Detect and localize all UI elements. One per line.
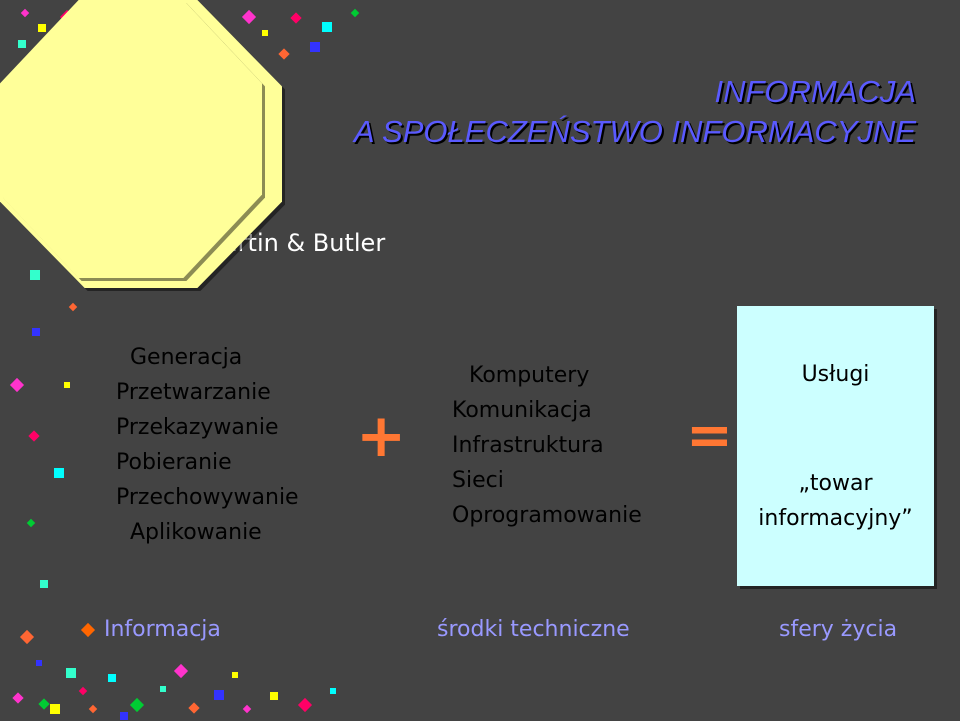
confetti-piece (40, 580, 48, 588)
confetti-piece (12, 692, 23, 703)
services-title: Usługi (737, 362, 934, 387)
technical-item: Infrastruktura (452, 428, 642, 463)
confetti-piece (270, 692, 278, 700)
technical-means-octagon (0, 0, 262, 278)
confetti-piece (50, 704, 60, 714)
footer-spheres-of-life: sfery życia (779, 617, 897, 642)
footer-information: Informacja (104, 617, 221, 642)
confetti-piece (79, 687, 87, 695)
confetti-piece (69, 303, 77, 311)
confetti-piece (243, 705, 251, 713)
confetti-piece (188, 702, 199, 713)
confetti-piece (160, 686, 166, 692)
confetti-piece (120, 712, 128, 720)
confetti-piece (351, 9, 359, 17)
confetti-piece (232, 672, 238, 678)
confetti-piece (108, 674, 116, 682)
confetti-piece (38, 698, 49, 709)
title-line-2: A SPOŁECZEŃSTWO INFORMACYJNE (354, 116, 916, 147)
information-list: Generacja Przetwarzanie Przekazywanie Po… (116, 340, 299, 550)
confetti-piece (298, 698, 312, 712)
confetti-piece (89, 705, 97, 713)
confetti-piece (28, 430, 39, 441)
confetti-piece (310, 42, 320, 52)
services-line-2: informacyjny” (737, 501, 934, 536)
confetti-piece (20, 630, 34, 644)
information-item: Przetwarzanie (116, 375, 299, 410)
services-description: „towar informacyjny” (737, 466, 934, 536)
confetti-piece (330, 688, 336, 694)
confetti-piece (54, 468, 64, 478)
technical-item: Oprogramowanie (452, 498, 642, 533)
confetti-piece (64, 382, 70, 388)
information-item: Aplikowanie (116, 515, 299, 550)
information-item: Przechowywanie (116, 480, 299, 515)
confetti-piece (32, 328, 40, 336)
title-line-1: INFORMACJA (715, 76, 917, 107)
plus-operator: + (356, 406, 406, 466)
confetti-piece (322, 22, 332, 32)
technical-means-list: Komputery Komunikacja Infrastruktura Sie… (452, 358, 642, 533)
confetti-piece (66, 668, 76, 678)
confetti-piece (214, 690, 224, 700)
technical-item: Sieci (452, 463, 642, 498)
services-line-1: „towar (737, 466, 934, 501)
confetti-piece (36, 660, 42, 666)
technical-item: Komputery (452, 358, 642, 393)
information-item: Przekazywanie (116, 410, 299, 445)
confetti-piece (130, 698, 144, 712)
information-item: Pobieranie (116, 445, 299, 480)
confetti-piece (10, 378, 24, 392)
confetti-piece (27, 519, 35, 527)
confetti-piece (290, 12, 301, 23)
equals-operator: = (686, 408, 733, 464)
technical-item: Komunikacja (452, 393, 642, 428)
footer-technical-means: środki techniczne (437, 617, 630, 642)
information-item: Generacja (116, 340, 299, 375)
confetti-piece (174, 664, 188, 678)
